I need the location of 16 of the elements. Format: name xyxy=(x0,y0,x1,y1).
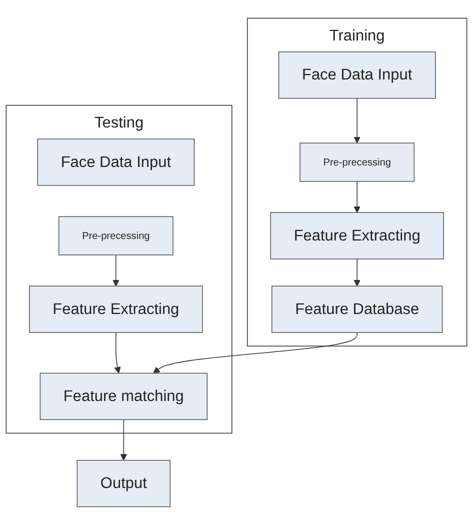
node-box: Pre-precessing xyxy=(58,216,174,256)
node-box: Pre-precessing xyxy=(300,142,415,182)
node-box: Feature Extracting xyxy=(270,212,444,260)
node-box: Face Data Input xyxy=(37,138,195,186)
arrow xyxy=(354,98,360,144)
arrow xyxy=(354,258,360,286)
node-box: Output xyxy=(76,460,171,508)
node-box: Feature Extracting xyxy=(29,286,203,333)
node-box: Face Data Input xyxy=(278,52,436,99)
arrow xyxy=(114,332,121,374)
node-box: Feature Database xyxy=(271,286,443,333)
arrow xyxy=(354,181,360,213)
node-box: Feature matching xyxy=(40,372,208,420)
arrow xyxy=(120,419,128,461)
arrow xyxy=(112,254,120,286)
arrow xyxy=(153,332,358,374)
